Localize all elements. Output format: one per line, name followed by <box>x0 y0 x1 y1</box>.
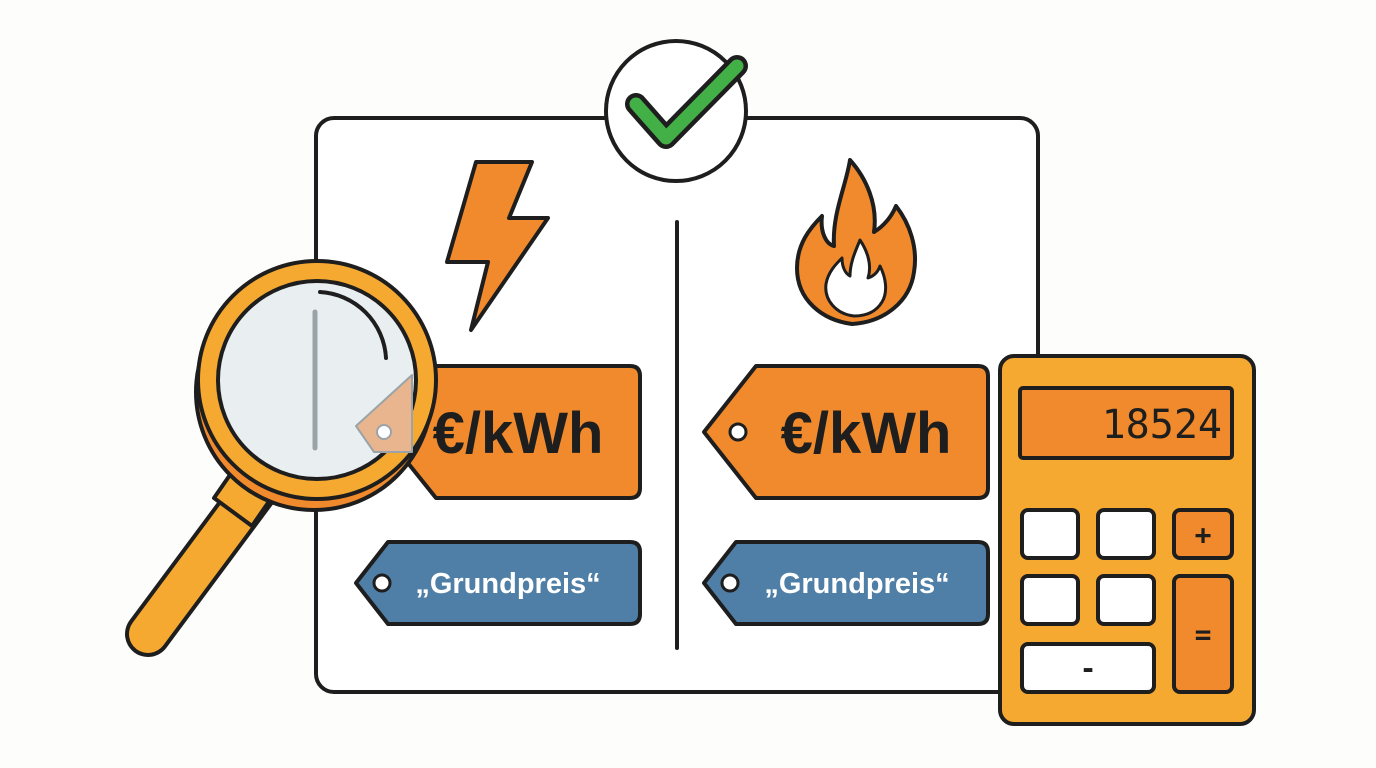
equals-key-label: = <box>1195 618 1212 651</box>
gas-price-label: €/kWh <box>781 401 952 466</box>
tag-hole-icon <box>372 573 392 593</box>
calculator-key <box>1096 574 1156 626</box>
plus-key-label: + <box>1195 518 1212 551</box>
calculator-equals-key: = <box>1172 574 1234 694</box>
calculator-icon: 18524 + = - <box>998 354 1256 726</box>
calculator-minus-key: - <box>1020 642 1156 694</box>
tag-hole-icon <box>720 573 740 593</box>
lightning-bolt-icon <box>445 160 550 332</box>
electricity-price-label: €/kWh <box>433 401 604 466</box>
gas-base-price-label: „Grundpreis“ <box>764 568 949 600</box>
electricity-base-price-tag: „Grundpreis“ <box>354 540 642 626</box>
flame-icon <box>795 158 917 326</box>
calculator-key <box>1020 508 1080 560</box>
electricity-price-tag: €/kWh <box>381 364 642 500</box>
gas-base-price-tag: „Grundpreis“ <box>702 540 990 626</box>
minus-key-label: - <box>1080 652 1097 685</box>
check-mark-icon <box>625 55 748 149</box>
calculator-display: 18524 <box>1018 386 1234 460</box>
calculator-display-value: 18524 <box>1102 402 1222 448</box>
calculator-key <box>1096 508 1156 560</box>
gas-price-tag: €/kWh <box>702 364 990 500</box>
electricity-base-price-label: „Grundpreis“ <box>415 568 600 600</box>
check-badge <box>604 39 748 183</box>
calculator-plus-key: + <box>1172 508 1234 560</box>
magnifying-glass-icon <box>125 259 438 657</box>
calculator-key <box>1020 574 1080 626</box>
tag-hole-icon <box>728 422 748 442</box>
